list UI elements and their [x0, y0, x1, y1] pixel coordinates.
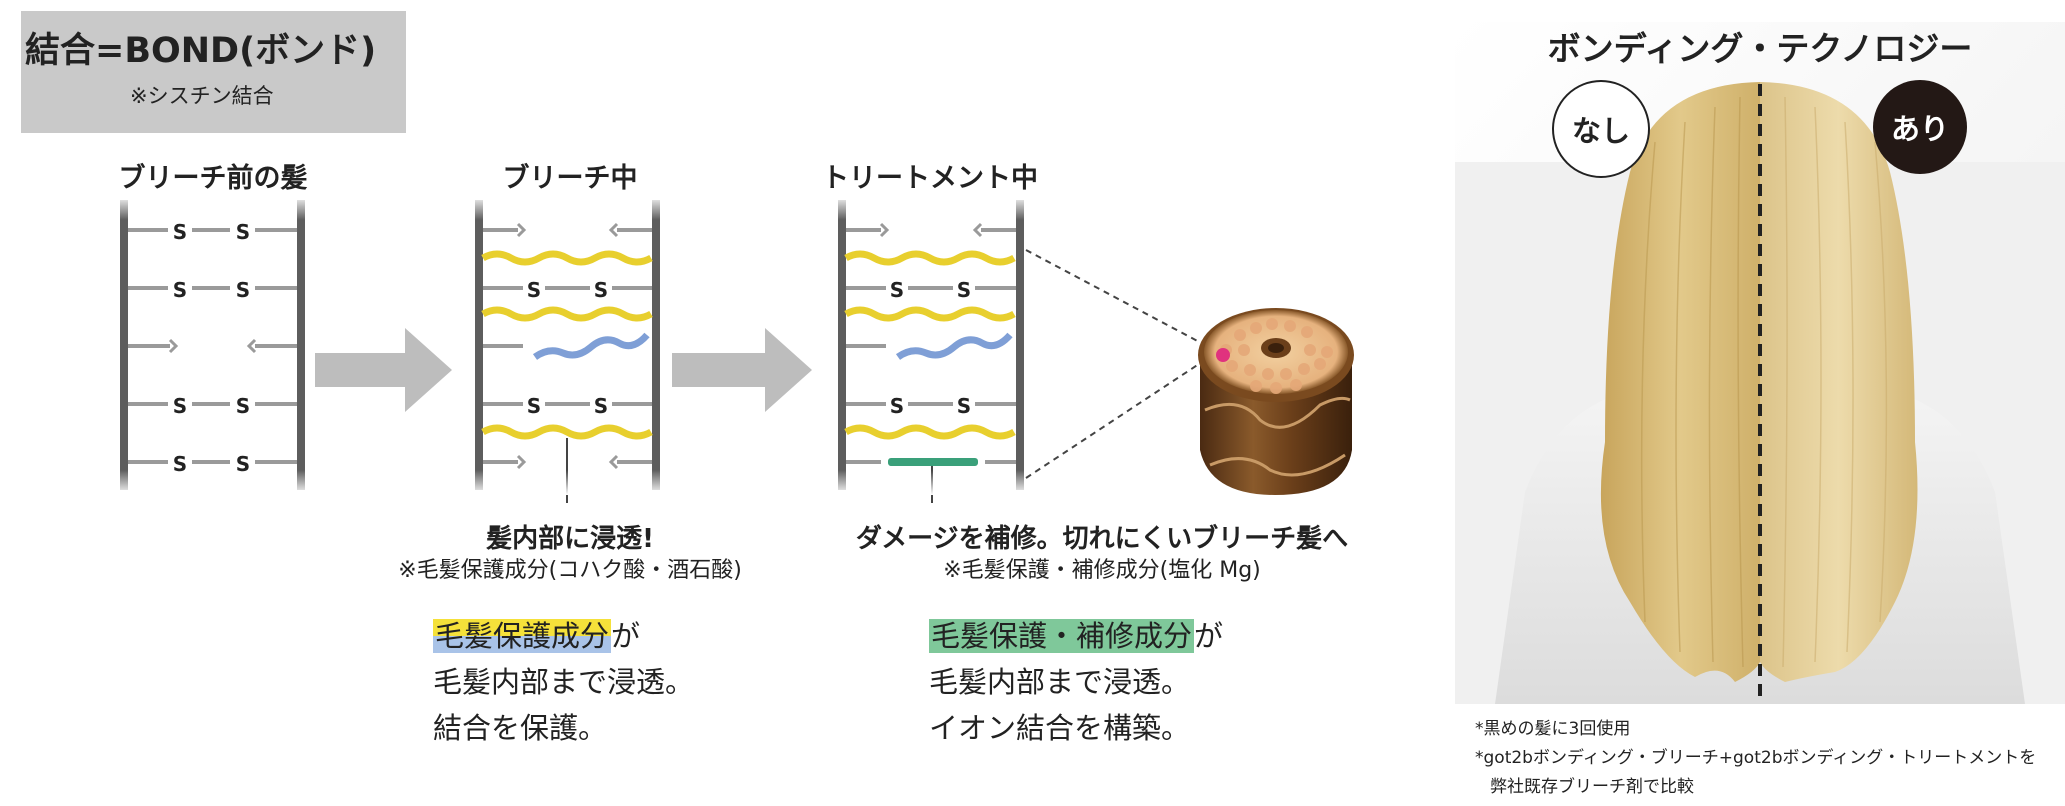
s-label: S [236, 278, 250, 302]
zoom-line-bottom [1025, 359, 1206, 479]
comparison-photo [1455, 22, 2065, 704]
protect-molecule-yellow [481, 250, 653, 266]
hair-with [1760, 82, 1918, 682]
desc-left-line3: 結合を保護。 [433, 711, 608, 745]
photo-title: ボンディング・テクノロジー [1547, 29, 1973, 68]
s-label: S [173, 394, 187, 418]
s-label: S [236, 394, 250, 418]
caption-bleach-sub: ※毛髪保護成分(コハク酸・酒石酸) [398, 558, 742, 583]
s-label: S [173, 278, 187, 302]
stage-title-treatment: トリートメント中 [822, 163, 1038, 194]
broken-bond [128, 338, 297, 354]
s-label: S [594, 278, 608, 302]
desc-left: 毛髪保護成分が 毛髪内部まで浸透。 結合を保護。 [433, 613, 694, 751]
desc-right-line2: 毛髪内部まで浸透。 [929, 665, 1191, 699]
legend-note: ※シスチン結合 [130, 84, 274, 108]
desc-left-line1: 毛髪保護成分が [433, 613, 694, 659]
bond-row: S S [128, 394, 297, 418]
s-label: S [173, 220, 187, 244]
desc-suffix: が [611, 619, 641, 653]
caption-treatment-main: ダメージを補修。切れにくいブリーチ髪へ [855, 524, 1349, 554]
badge-with: あり [1873, 80, 1967, 174]
highlight-dot [1216, 348, 1230, 362]
protect-molecule-blue [532, 332, 650, 360]
desc-suffix: が [1194, 619, 1224, 653]
s-label: S [527, 394, 541, 418]
hair-photo [1455, 22, 2065, 704]
caption-bleach-main: 髪内部に浸透! [486, 524, 654, 554]
desc-right-line1: 毛髪保護・補修成分が [929, 613, 1223, 659]
s-label: S [527, 278, 541, 302]
desc-right: 毛髪保護・補修成分が 毛髪内部まで浸透。 イオン結合を構築。 [929, 613, 1223, 751]
legend-title: 結合=BOND(ボンド) [25, 31, 377, 71]
s-label: S [957, 394, 971, 418]
ladder-before: S S S S S S S S [120, 200, 305, 490]
highlight-protect: 毛髪保護成分 [433, 619, 612, 653]
desc-left-line2: 毛髪内部まで浸透。 [433, 665, 695, 699]
bond-row: S S [128, 278, 297, 302]
hair-without [1600, 82, 1760, 682]
footnote-2: *got2bボンディング・ブリーチ+got2bボンディング・トリートメントを [1475, 748, 2037, 768]
s-label: S [236, 220, 250, 244]
s-label: S [890, 394, 904, 418]
bond-diagram: S S S S S S S S S S [110, 195, 1354, 503]
highlight-repair: 毛髪保護・補修成分 [929, 619, 1195, 653]
s-label: S [890, 278, 904, 302]
ladder-bleach: S S S S [475, 200, 660, 503]
stage-title-before: ブリーチ前の髪 [118, 163, 308, 194]
s-label: S [594, 394, 608, 418]
arrow-right-icon [315, 328, 452, 412]
hair-cross-section-icon [1198, 308, 1354, 495]
legend-box [21, 11, 406, 133]
rail-right [297, 200, 305, 490]
ionic-bond-green [888, 458, 978, 466]
desc-right-line3: イオン結合を構築。 [929, 711, 1191, 745]
stage-title-bleach: ブリーチ中 [502, 163, 638, 194]
zoom-line-top [1025, 249, 1206, 346]
footnote-3: 弊社既存ブリーチ剤で比較 [1490, 777, 1694, 797]
bond-row: S S [128, 220, 297, 244]
arrow-right-icon [672, 328, 812, 412]
badge-without: なし [1552, 80, 1650, 178]
ladder-treatment: S S S S [838, 200, 1024, 503]
caption-treatment-sub: ※毛髪保護・補修成分(塩化 Mg) [943, 558, 1261, 583]
s-label: S [957, 278, 971, 302]
footnote-1: *黒めの髪に3回使用 [1475, 719, 1631, 739]
rail-left [120, 200, 128, 490]
